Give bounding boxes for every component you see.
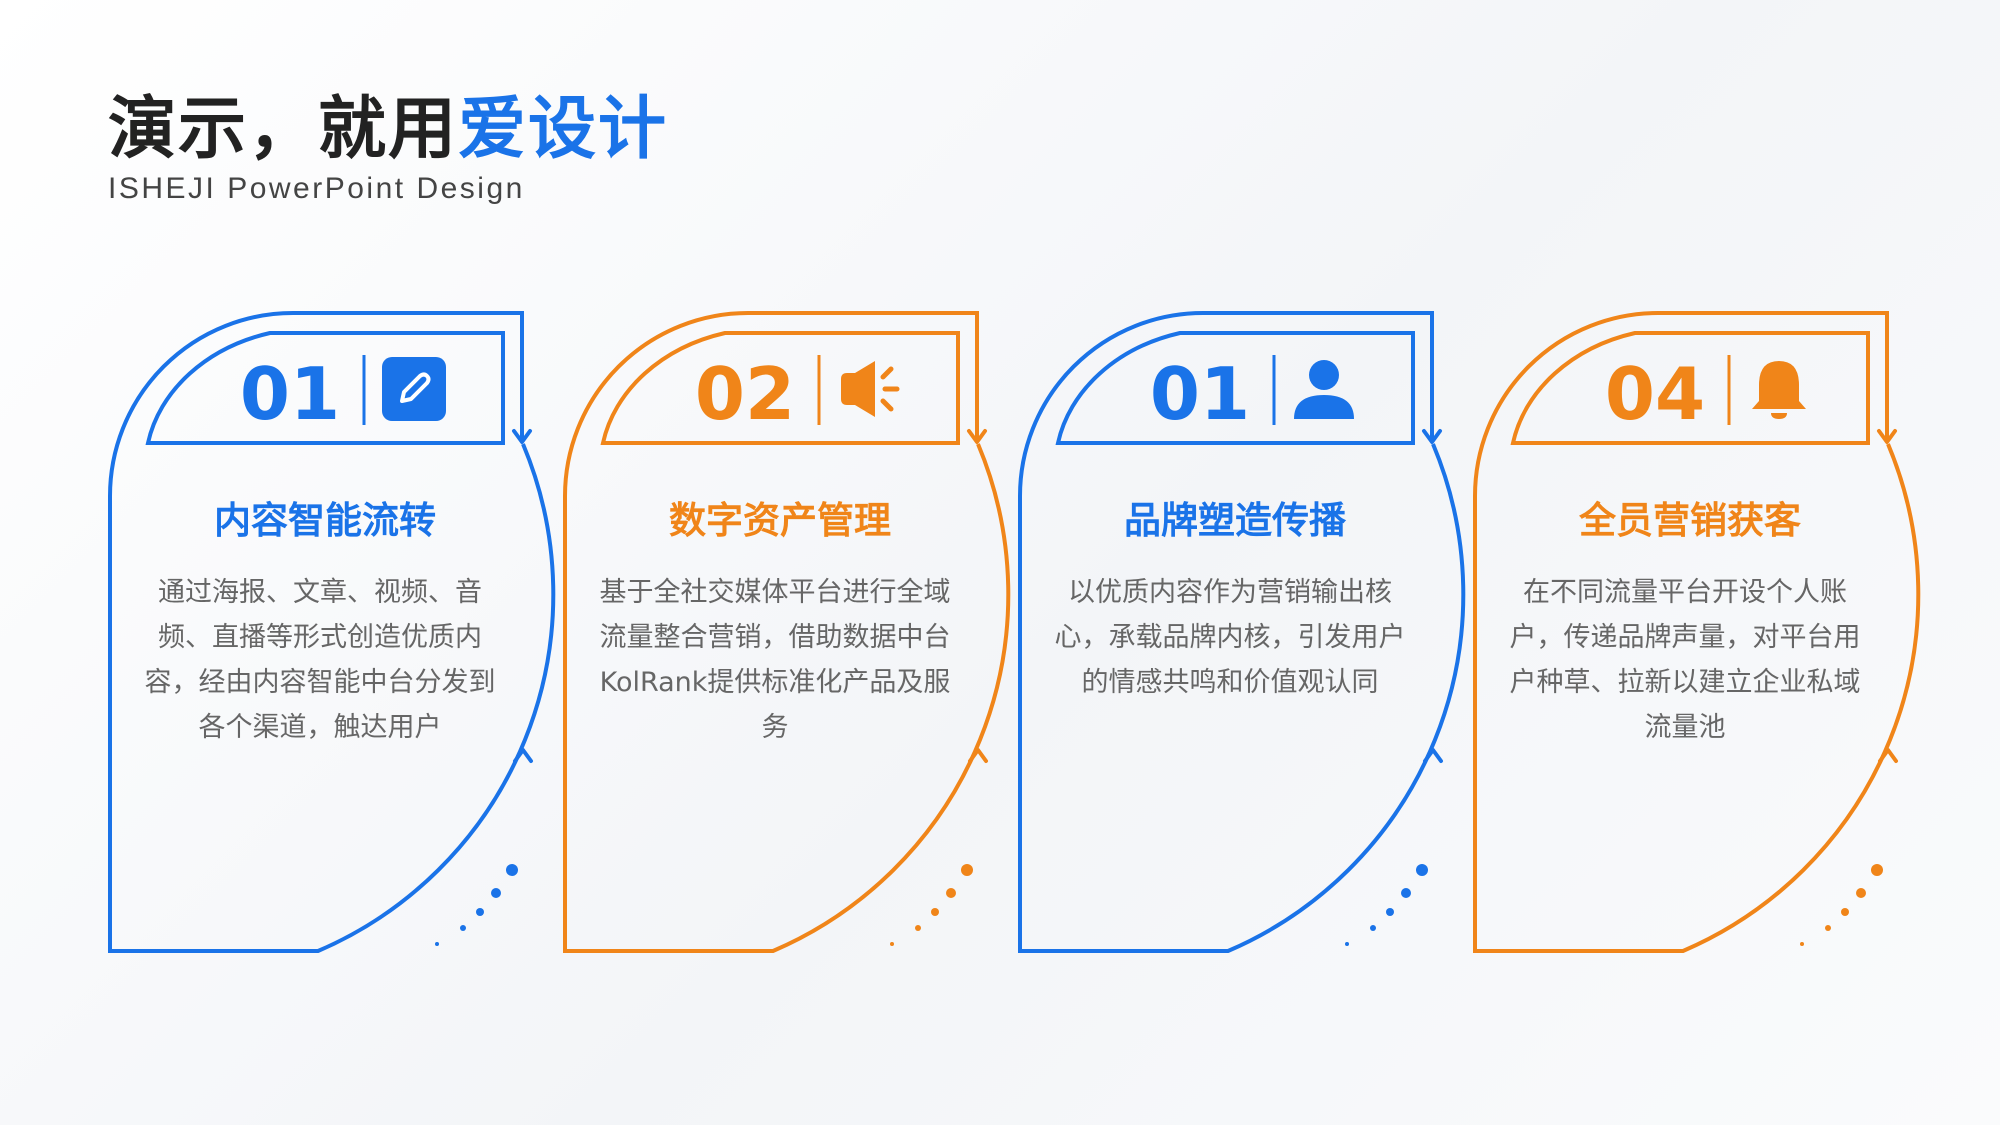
card-description: 通过海报、文章、视频、音频、直播等形式创造优质内容，经由内容智能中台分发到各个渠…	[144, 577, 496, 743]
card-number: 01	[239, 352, 341, 436]
user-icon	[1292, 357, 1356, 421]
title-main: 演示，就用	[108, 90, 459, 169]
card-title: 品牌塑造传播	[1124, 499, 1346, 542]
card-description: 在不同流量平台开设个人账户，传递品牌声量，对平台用户种草、拉新以建立企业私域流量…	[1509, 577, 1861, 743]
title-accent: 爱设计	[458, 90, 669, 169]
page-subtitle: ISHEJI PowerPoint Design	[108, 172, 525, 205]
edit-icon	[382, 357, 446, 421]
feature-card-3: 01 品牌塑造传播 以优质内容作为营销输出核心，承载品牌内核，引发用户的情感共鸣…	[1010, 300, 1466, 975]
card-title: 内容智能流转	[214, 499, 436, 542]
card-frame	[1473, 311, 1921, 953]
card-title: 数字资产管理	[669, 499, 891, 542]
card-frame	[563, 311, 1011, 953]
speaker-icon	[837, 357, 901, 421]
card-number: 01	[1149, 352, 1251, 436]
card-frame	[1018, 311, 1466, 953]
page-title: 演示，就用爱设计	[108, 88, 668, 172]
feature-card-2: 02 数字资产管理 基于全社交媒体平台进行全域流量整合营销，借助数据中台KolR…	[555, 300, 1011, 975]
feature-card-1: 01 内容智能流转 通过海报、文章、视频、音频、直播等形式创造优质内容，经由内容…	[100, 300, 556, 975]
card-frame	[108, 311, 556, 953]
card-description: 基于全社交媒体平台进行全域流量整合营销，借助数据中台KolRank提供标准化产品…	[599, 577, 951, 743]
card-description: 以优质内容作为营销输出核心，承载品牌内核，引发用户的情感共鸣和价值观认同	[1054, 577, 1406, 698]
card-number: 02	[694, 352, 796, 436]
card-title: 全员营销获客	[1579, 499, 1801, 542]
feature-card-4: 04 全员营销获客 在不同流量平台开设个人账户，传递品牌声量，对平台用户种草、拉…	[1465, 300, 1921, 975]
bell-icon	[1747, 357, 1811, 421]
card-number: 04	[1604, 352, 1706, 436]
